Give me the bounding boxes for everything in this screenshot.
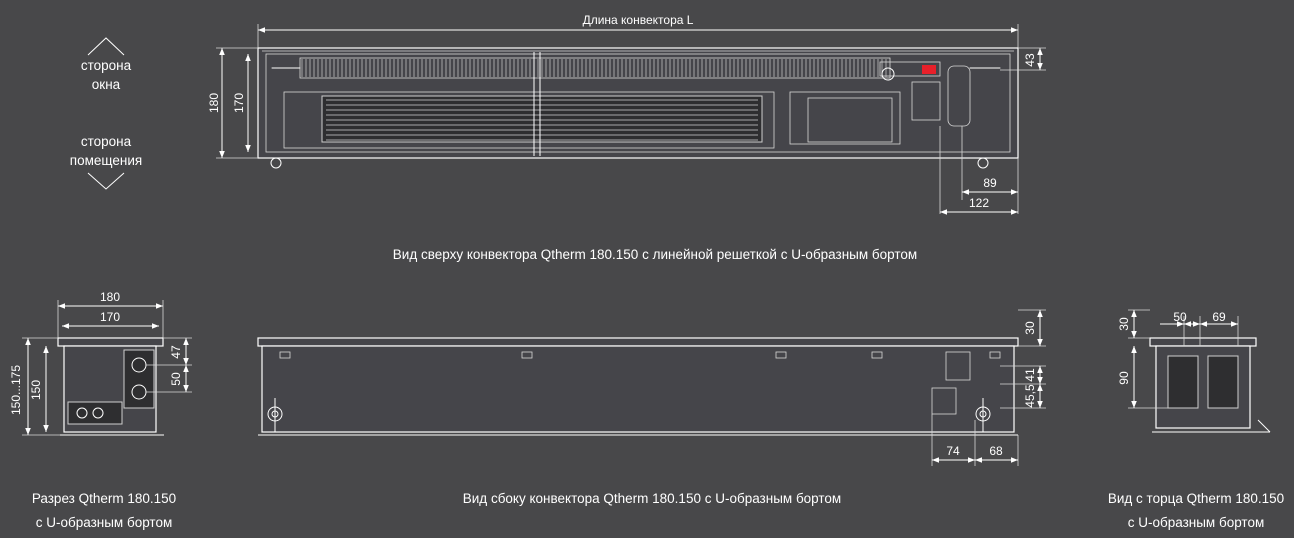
window-side-label-2: окна — [92, 77, 121, 92]
end-dim-90: 90 — [1117, 371, 1131, 385]
room-side-label-1: сторона — [81, 134, 132, 149]
side-dim-45-5: 45,5 — [1023, 384, 1037, 408]
end-dim-69: 69 — [1212, 310, 1226, 324]
elbow-pipe — [947, 65, 971, 127]
up-chevron-icon — [87, 37, 125, 56]
side-dim-41: 41 — [1023, 368, 1037, 382]
side-view-caption: Вид сбоку конвектора Qtherm 180.150 с U-… — [463, 491, 841, 506]
orientation-legend: сторона окна сторона помещения — [70, 37, 142, 190]
end-caption-2: с U-образным бортом — [1128, 515, 1265, 530]
top-dim-170: 170 — [232, 93, 246, 113]
length-label: Длина конвектора L — [583, 13, 694, 27]
valve-nut-icon — [881, 67, 895, 81]
side-top-flange — [257, 337, 1019, 347]
end-dim-50: 50 — [1173, 310, 1187, 324]
section-caption-2: с U-образным бортом — [36, 515, 173, 530]
top-dim-122: 122 — [969, 196, 989, 210]
room-side-label-2: помещения — [70, 153, 142, 168]
down-chevron-icon — [87, 172, 125, 190]
fan-unit-top — [283, 91, 775, 149]
foot-right-icon — [977, 157, 989, 169]
side-pipe-port-upper — [945, 351, 971, 381]
side-foot-left — [264, 398, 300, 433]
foot-left-icon — [270, 157, 282, 169]
side-body — [261, 345, 1015, 433]
section-fan-box — [67, 401, 123, 425]
side-dim-68: 68 — [989, 444, 1003, 458]
end-port-right — [1207, 355, 1239, 409]
section-dim-180: 180 — [100, 290, 120, 304]
section-dim-150-175: 150...175 — [9, 365, 23, 415]
valve-body — [879, 61, 941, 77]
end-top-flange — [1149, 337, 1257, 347]
end-view: 50 69 30 90 Вид с торца Qtherm 180.150 с… — [1108, 309, 1284, 530]
top-dim-43: 43 — [1023, 53, 1037, 67]
side-pipe-port-lower — [931, 387, 957, 415]
fan-hole-icon-1 — [76, 407, 88, 419]
window-side-label-1: сторона — [81, 58, 132, 73]
top-dim-89: 89 — [983, 176, 997, 190]
section-top-flange — [57, 337, 164, 347]
section-caption-1: Разрез Qtherm 180.150 — [32, 491, 176, 506]
section-dim-47: 47 — [169, 345, 183, 359]
side-foot-right — [966, 398, 1002, 433]
side-dim-74: 74 — [946, 444, 960, 458]
end-port-left — [1167, 355, 1199, 409]
side-view: 30 41 45,5 74 68 Вид сбоку конвектора Qt… — [257, 309, 1046, 506]
control-box — [789, 91, 901, 145]
thermostat-head — [911, 81, 941, 121]
section-dim-170: 170 — [100, 310, 120, 324]
top-view: Длина конвектора L 180 17 — [207, 13, 1046, 262]
section-heat-exchanger — [123, 349, 155, 409]
fan-grille — [321, 95, 763, 143]
fan-hole-icon-2 — [92, 407, 104, 419]
heat-exchanger-fins — [301, 59, 887, 77]
valve-accent — [922, 65, 936, 74]
side-dim-30: 30 — [1023, 321, 1037, 335]
end-caption-1: Вид с торца Qtherm 180.150 — [1108, 491, 1284, 506]
section-view: 180 170 150...175 150 47 50 Разрез Qther… — [9, 290, 192, 530]
top-dim-180: 180 — [207, 93, 221, 113]
section-dim-150: 150 — [29, 380, 43, 400]
top-view-caption: Вид сверху конвектора Qtherm 180.150 с л… — [393, 247, 917, 262]
section-dim-50: 50 — [169, 372, 183, 386]
end-dim-30: 30 — [1117, 317, 1131, 331]
